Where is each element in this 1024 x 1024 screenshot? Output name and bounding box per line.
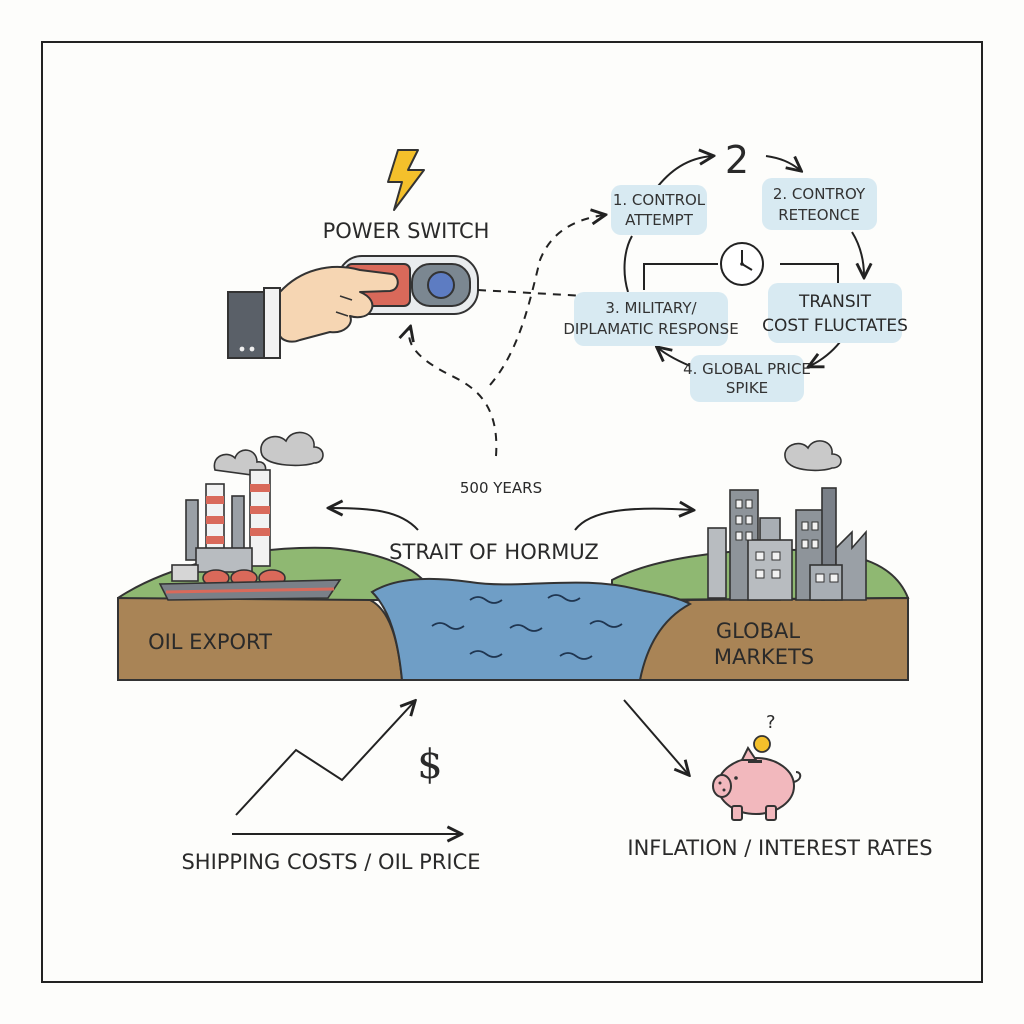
cycle-inner-bracket — [643, 263, 839, 290]
cycle-arrow-2 — [765, 155, 800, 170]
timeline-to-switch-arrow — [409, 328, 498, 457]
lightning-bolt-icon — [387, 149, 425, 211]
strait-left-arrow — [330, 508, 419, 531]
markets-to-inflation-arrow — [623, 699, 688, 774]
global-markets-label-line2: MARKETS — [714, 645, 814, 669]
cycle-arrow-4 — [810, 341, 841, 366]
cycle-step-1: 1. CONTROL ATTEMPT — [611, 185, 707, 235]
timeline-label: 500 YEARS — [460, 479, 542, 497]
cycle-number: 2 — [725, 138, 749, 182]
cycle-arrow-3 — [851, 231, 864, 276]
piggy-bank-icon — [712, 746, 802, 821]
svg-text:ATTEMPT: ATTEMPT — [625, 211, 694, 229]
dollar-sign-icon: $ — [417, 742, 442, 788]
svg-text:DIPLAMATIC RESPONSE: DIPLAMATIC RESPONSE — [563, 320, 738, 338]
cycle-arrow-1 — [654, 156, 712, 191]
global-markets-label-line1: GLOBAL — [716, 619, 801, 643]
cycle-step-transit: TRANSIT COST FLUCTATES — [762, 283, 908, 343]
svg-text:2. CONTROY: 2. CONTROY — [773, 185, 866, 203]
cycle-step-4: 4. GLOBAL PRICE SPIKE — [683, 355, 811, 402]
svg-text:TRANSIT: TRANSIT — [798, 292, 872, 312]
strait-right-arrow — [574, 509, 692, 531]
factory-icon — [185, 431, 324, 573]
question-mark-icon: ? — [766, 712, 776, 733]
strait-water — [370, 577, 693, 681]
svg-text:4. GLOBAL PRICE: 4. GLOBAL PRICE — [683, 360, 811, 378]
svg-text:RETEONCE: RETEONCE — [778, 206, 860, 224]
oil-export-label: OIL EXPORT — [148, 630, 272, 654]
switch-to-cycle-connector — [477, 289, 586, 297]
hand-icon — [227, 266, 399, 359]
svg-text:3. MILITARY/: 3. MILITARY/ — [605, 299, 697, 317]
trend-line-icon — [235, 702, 414, 816]
clock-icon — [720, 242, 764, 286]
cycle-step-3: 3. MILITARY/ DIPLAMATIC RESPONSE — [563, 292, 739, 346]
svg-text:COST FLUCTATES: COST FLUCTATES — [762, 316, 908, 336]
cycle-step-2: 2. CONTROY RETEONCE — [762, 178, 877, 230]
cycle-arrow-6 — [623, 235, 633, 293]
svg-text:SPIKE: SPIKE — [726, 379, 768, 397]
city-skyline-icon — [707, 440, 867, 601]
coin-icon — [753, 735, 771, 753]
timeline-to-cycle-arrow — [489, 215, 604, 386]
inflation-label: INFLATION / INTEREST RATES — [627, 836, 932, 860]
shipping-costs-label: SHIPPING COSTS / OIL PRICE — [181, 850, 480, 874]
svg-text:1. CONTROL: 1. CONTROL — [613, 191, 706, 209]
oil-tanker-icon — [158, 564, 342, 601]
power-switch-label: POWER SWITCH — [323, 219, 490, 243]
strait-label: STRAIT OF HORMUZ — [389, 540, 599, 564]
